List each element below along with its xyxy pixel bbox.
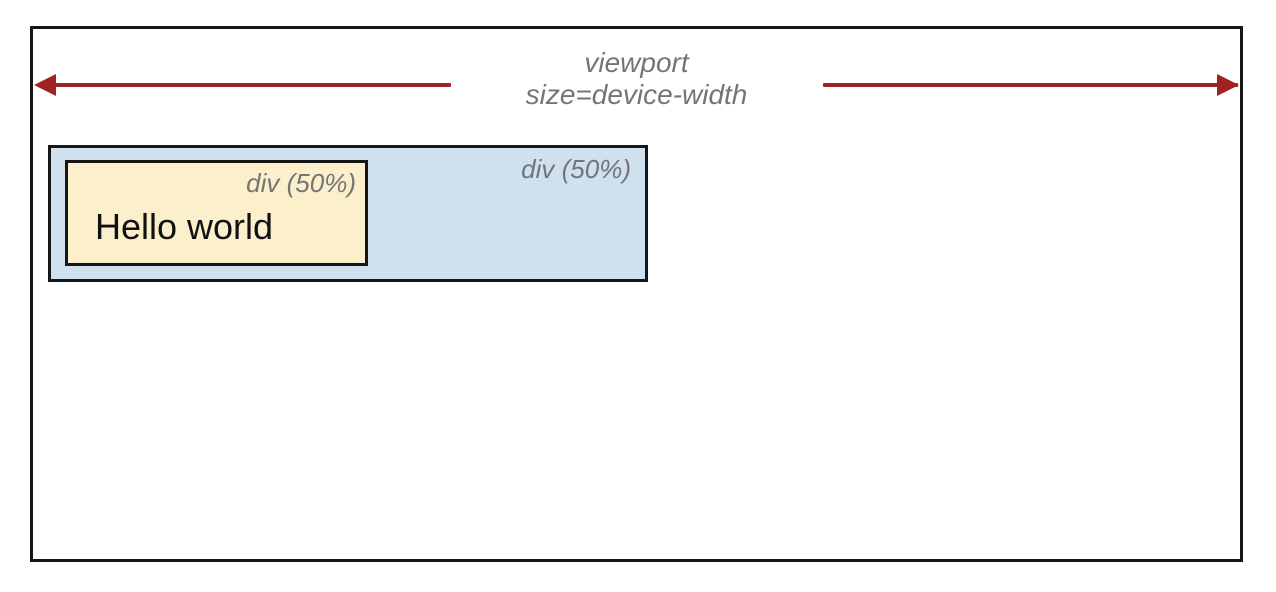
outer-div-label: div (50%)	[521, 154, 631, 184]
inner-div-label: div (50%)	[246, 168, 356, 198]
arrow-head-left-icon	[34, 74, 56, 96]
inner-div-box: div (50%) Hello world	[65, 160, 368, 266]
viewport-frame: viewport size=device-width div (50%) div…	[30, 26, 1243, 562]
outer-div-box: div (50%) div (50%) Hello world	[48, 145, 648, 282]
hello-world-text: Hello world	[95, 206, 274, 247]
viewport-arrow-label-line1: viewport	[584, 47, 689, 78]
arrow-line-left	[53, 83, 451, 87]
arrow-line-right	[823, 83, 1238, 87]
viewport-arrow-label: viewport size=device-width	[33, 47, 1240, 111]
arrow-head-right-icon	[1217, 74, 1239, 96]
